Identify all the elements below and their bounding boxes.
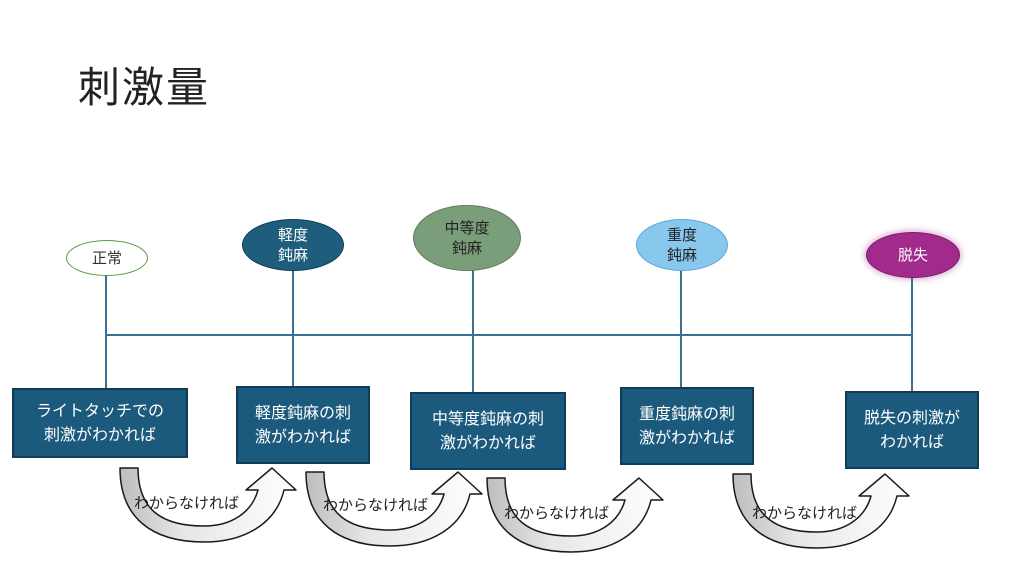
level-label-normal: 正常	[91, 249, 122, 267]
level-oval-loss: 脱失	[866, 232, 960, 278]
level-label-loss: 脱失	[897, 246, 928, 264]
slide-title: 刺激量	[78, 63, 211, 112]
level-label-severe: 重度 鈍麻	[666, 226, 697, 264]
stimulus-text-severe: 重度鈍麻の刺 激がわかれば	[638, 404, 735, 447]
stimulus-text-moderate: 中等度鈍麻の刺 激がわかれば	[431, 409, 544, 452]
stimulus-box-normal: ライトタッチでの 刺激がわかれば	[12, 388, 188, 458]
stimulus-text-normal: ライトタッチでの 刺激がわかれば	[35, 401, 164, 444]
u-turn-arrow-1	[119, 467, 297, 543]
stimulus-box-severe: 重度鈍麻の刺 激がわかれば	[620, 387, 754, 465]
u-turn-arrow-2	[305, 471, 483, 547]
u-turn-arrow-3	[486, 477, 664, 553]
arrow-label-1: わからなければ	[134, 494, 240, 512]
level-label-mild: 軽度 鈍麻	[277, 226, 308, 264]
level-oval-moderate: 中等度 鈍麻	[413, 205, 521, 271]
u-turn-arrow-4	[732, 473, 910, 549]
stimulus-box-mild: 軽度鈍麻の刺 激がわかれば	[236, 386, 370, 464]
arrow-label-3: わからなければ	[504, 504, 610, 522]
stimulus-text-mild: 軽度鈍麻の刺 激がわかれば	[254, 403, 351, 446]
level-oval-mild: 軽度 鈍麻	[242, 219, 344, 271]
level-oval-severe: 重度 鈍麻	[636, 219, 728, 271]
level-label-moderate: 中等度 鈍麻	[444, 219, 490, 257]
arrow-label-4: わからなければ	[752, 504, 858, 522]
stimulus-box-moderate: 中等度鈍麻の刺 激がわかれば	[410, 392, 566, 470]
level-oval-normal: 正常	[66, 240, 148, 276]
stimulus-text-loss: 脱失の刺激が わかれば	[863, 408, 960, 451]
arrow-label-2: わからなければ	[323, 496, 429, 514]
stimulus-box-loss: 脱失の刺激が わかれば	[845, 391, 979, 469]
